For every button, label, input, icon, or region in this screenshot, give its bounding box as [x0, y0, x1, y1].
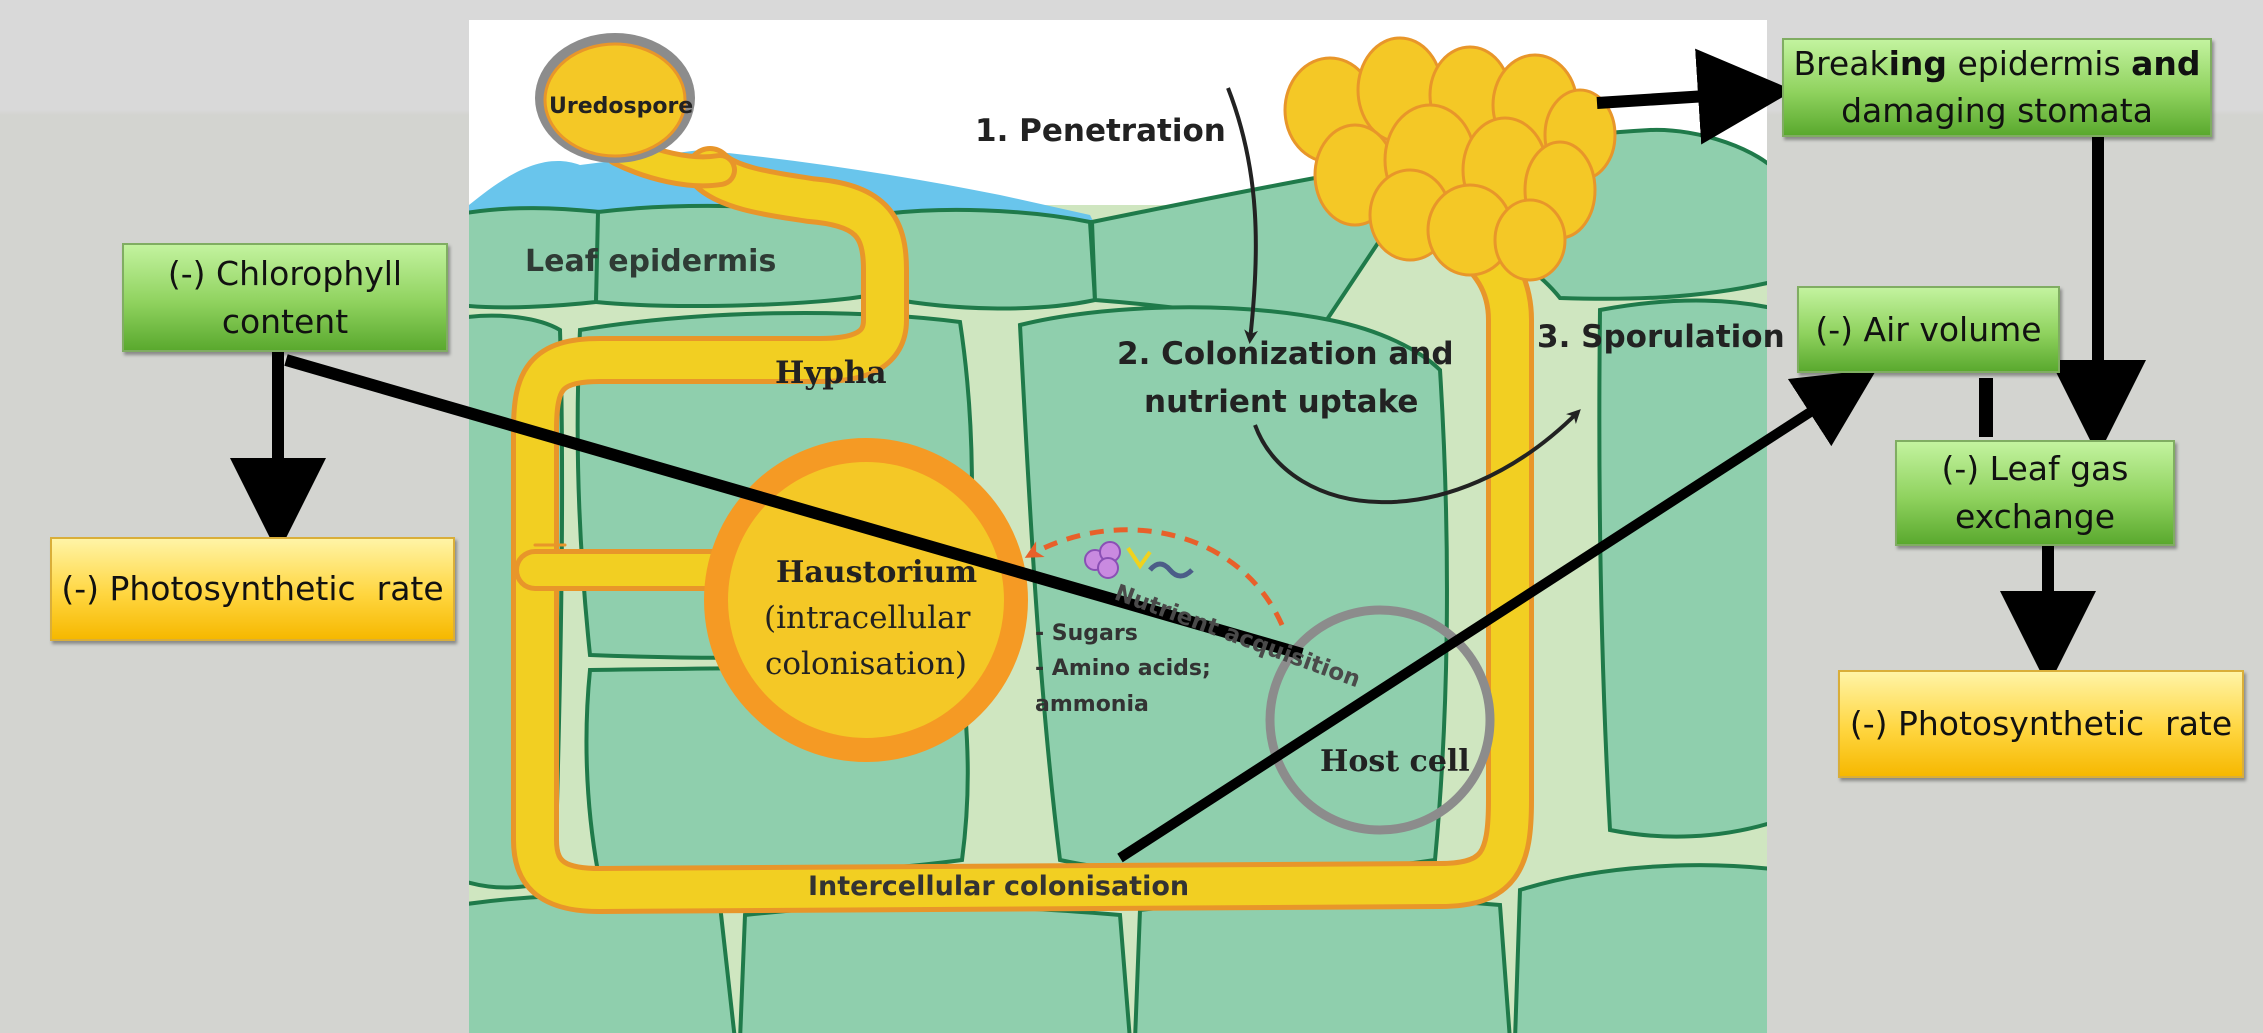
photosynthetic-rate-right-text: (-) Photosynthetic rate: [1850, 700, 2232, 748]
chlorophyll-line-2: content: [222, 298, 348, 346]
leaf-gas-line-1: (-) Leaf gas: [1942, 445, 2129, 493]
air-volume-text: (-) Air volume: [1815, 306, 2041, 354]
label-haustorium-3: colonisation): [765, 646, 967, 682]
label-penetration: 1. Penetration: [975, 113, 1226, 149]
label-ammonia: ammonia: [1035, 692, 1149, 717]
label-leaf-epidermis: Leaf epidermis: [525, 244, 776, 279]
photosynthetic-rate-left-text: (-) Photosynthetic rate: [61, 565, 443, 613]
breaking-epidermis-line-1: Breaking epidermis and: [1793, 41, 2200, 87]
label-amino-acids: - Amino acids;: [1035, 656, 1211, 681]
label-sugars: - Sugars: [1035, 621, 1138, 646]
photosynthetic-rate-right-box: (-) Photosynthetic rate: [1838, 670, 2244, 778]
label-hypha: Hypha: [775, 355, 887, 391]
label-haustorium-2: (intracellular: [764, 600, 970, 636]
label-sporulation: 3. Sporulation: [1537, 319, 1785, 355]
label-uredospore: Uredospore: [549, 94, 693, 119]
breaking-part-d: and: [2131, 44, 2200, 83]
breaking-part-a: Break: [1793, 44, 1888, 83]
leaf-gas-line-2: exchange: [1955, 493, 2115, 541]
chlorophyll-content-box: (-) Chlorophyll content: [122, 243, 448, 352]
label-colonization-1: 2. Colonization and: [1117, 336, 1454, 372]
leaf-gas-exchange-box: (-) Leaf gas exchange: [1895, 440, 2175, 546]
breaking-epidermis-line-2: damaging stomata: [1841, 88, 2153, 134]
label-intercellular: Intercellular colonisation: [808, 871, 1189, 902]
breaking-part-c: epidermis: [1947, 44, 2131, 83]
breaking-part-b: ing: [1889, 44, 1947, 83]
breaking-epidermis-box: Breaking epidermis and damaging stomata: [1782, 38, 2212, 137]
air-volume-box: (-) Air volume: [1797, 286, 2060, 373]
label-colonization-2: nutrient uptake: [1144, 384, 1418, 420]
photosynthetic-rate-left-box: (-) Photosynthetic rate: [50, 537, 455, 641]
label-haustorium-title: Haustorium: [776, 555, 977, 590]
label-host-cell: Host cell: [1320, 744, 1470, 779]
chlorophyll-line-1: (-) Chlorophyll: [168, 250, 402, 298]
